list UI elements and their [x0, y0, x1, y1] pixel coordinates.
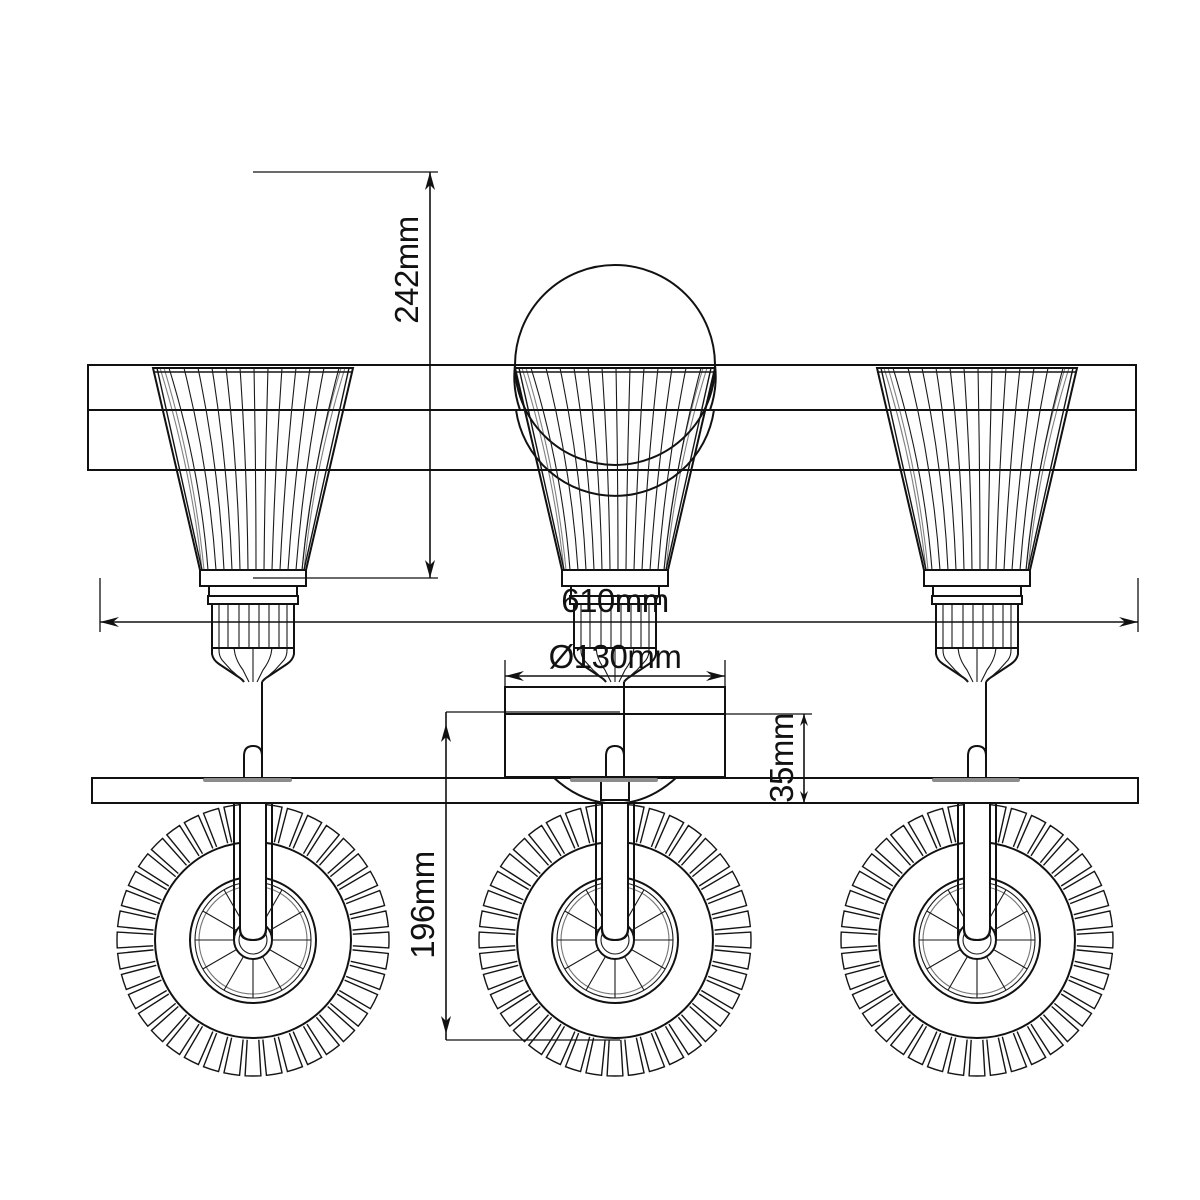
dimension-label-canopy-depth: 35mm	[763, 713, 800, 803]
dimension-label-projection: 196mm	[404, 851, 441, 959]
bottom-plan-view: Ø130mm 35mm 196mm	[91, 638, 1139, 1077]
dimension-canopy-diameter: Ø130mm	[504, 638, 726, 687]
dimension-label-width: 610mm	[561, 582, 669, 619]
dimension-canopy-depth: 35mm	[725, 713, 812, 804]
dimension-width-610: 610mm	[99, 578, 1139, 632]
rosette-right	[840, 802, 1114, 1077]
dimension-height-242: 242mm	[253, 171, 438, 579]
dimension-label-canopy-diameter: Ø130mm	[549, 638, 682, 675]
dimension-projection: 196mm	[404, 711, 620, 1041]
rosette-center	[478, 802, 752, 1077]
rosette-left	[116, 802, 390, 1077]
dimension-label-height: 242mm	[388, 216, 425, 324]
mounting-bar-plan	[91, 777, 1139, 804]
front-elevation-view: 242mm 610mm	[87, 171, 1139, 779]
